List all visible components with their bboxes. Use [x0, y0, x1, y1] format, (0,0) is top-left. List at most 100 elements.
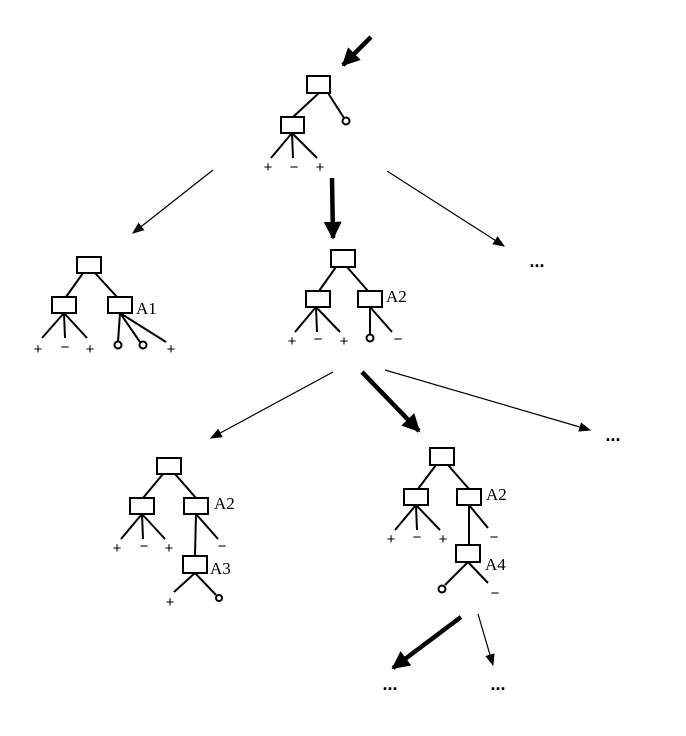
tree-edge [394, 504, 417, 531]
tree-node [51, 296, 77, 314]
tree-node [107, 296, 133, 314]
tree-node [455, 544, 481, 563]
branch-arrow [384, 369, 592, 432]
node-label-a1: A1 [136, 299, 157, 318]
ellipsis: ... [529, 251, 544, 271]
tree-edge [117, 312, 121, 343]
tree-a4: A2 A4 + − + − − [387, 447, 507, 602]
tree-edge [415, 504, 418, 531]
leaf-sign-minus: − [413, 529, 422, 546]
tree-edge [94, 272, 118, 298]
tree-edge [195, 513, 219, 540]
branch-arrow [477, 613, 495, 667]
leaf-sign-plus: + [387, 531, 396, 548]
tree-a3: A2 A3 + − + − + [113, 457, 235, 611]
leaf-circle [215, 594, 223, 602]
tree-edge [346, 266, 369, 292]
tree-edge [141, 513, 144, 540]
leaf-sign-plus: + [113, 540, 122, 557]
tree-node [330, 249, 356, 268]
leaf-sign-plus: + [34, 341, 43, 358]
tree-a1: A1 + − + + [34, 256, 176, 358]
tree-edge [142, 473, 164, 499]
node-label-a2: A2 [214, 494, 235, 513]
tree-edge [468, 504, 489, 529]
leaf-sign-plus: + [264, 159, 273, 176]
leaf-sign-plus: + [86, 341, 95, 358]
branch-arrow [132, 169, 214, 234]
leaf-circle [341, 116, 351, 126]
branch-arrow [386, 170, 506, 247]
leaf-sign-plus: + [288, 333, 297, 350]
tree-edge [65, 272, 84, 298]
leaf-sign-plus: + [316, 159, 325, 176]
leaf-sign-plus: + [340, 333, 349, 350]
leaf-sign-minus: − [290, 159, 299, 176]
leaf-sign-minus: − [490, 529, 499, 546]
selected-branch-arrow [360, 370, 421, 433]
tree-edge [417, 464, 437, 490]
tree-node [280, 116, 305, 134]
tree-edge [315, 306, 318, 333]
tree-node [306, 75, 331, 94]
tree-edge [63, 312, 88, 339]
selected-branch-arrow [323, 177, 342, 240]
tree-edge [119, 312, 141, 343]
tree-node [182, 555, 208, 574]
tree-edge [327, 92, 345, 119]
leaf-sign-minus: − [140, 538, 149, 555]
tree-node [183, 497, 209, 515]
leaf-circle [138, 340, 148, 350]
leaf-sign-minus: − [314, 331, 323, 348]
tree-edge [141, 513, 166, 540]
tree-edge [315, 306, 341, 333]
tree-edge [174, 473, 197, 499]
tree-edge [415, 504, 441, 531]
tree-edge [270, 132, 293, 159]
tree-edge [291, 132, 318, 159]
leaf-sign-plus: + [167, 341, 176, 358]
node-label-a2: A2 [386, 287, 407, 306]
tree-edge [467, 561, 489, 584]
tree-edge [173, 572, 196, 593]
tree-node [403, 488, 429, 506]
tree-edge [41, 312, 65, 339]
ellipsis: ... [382, 674, 397, 694]
root-tree: + − + [264, 75, 351, 176]
tree-edge [194, 513, 197, 557]
tree-node [305, 290, 331, 308]
ellipsis: ... [605, 425, 620, 445]
leaf-sign-minus: − [491, 585, 500, 602]
leaf-circle [365, 333, 375, 343]
leaf-circle [437, 584, 447, 594]
tree-edge [444, 561, 469, 586]
leaf-sign-minus: − [394, 331, 403, 348]
tree-edge [291, 132, 294, 159]
leaf-circle [113, 340, 123, 350]
tree-node [156, 457, 182, 475]
tree-a2: A2 + − + − [288, 249, 407, 350]
leaf-sign-plus: + [439, 531, 448, 548]
leaf-sign-minus: − [218, 538, 227, 555]
tree-edge [369, 306, 393, 333]
tree-node [429, 447, 455, 466]
tree-edge [294, 306, 317, 333]
tree-node [357, 290, 383, 308]
node-label-a2: A2 [486, 485, 507, 504]
tree-edge [120, 513, 143, 540]
node-label-a3: A3 [210, 559, 231, 578]
node-label-a4: A4 [485, 555, 506, 574]
tree-edge [194, 572, 217, 596]
tree-edge [119, 312, 167, 343]
tree-edge [447, 464, 470, 490]
tree-edge [63, 312, 66, 339]
selected-branch-arrow [391, 615, 463, 670]
entry-arrow [341, 35, 373, 67]
tree-node [129, 497, 155, 515]
leaf-sign-minus: − [61, 339, 70, 356]
ellipsis: ... [490, 674, 505, 694]
tree-node [76, 256, 102, 274]
tree-edge [318, 266, 337, 292]
tree-node [456, 488, 482, 506]
